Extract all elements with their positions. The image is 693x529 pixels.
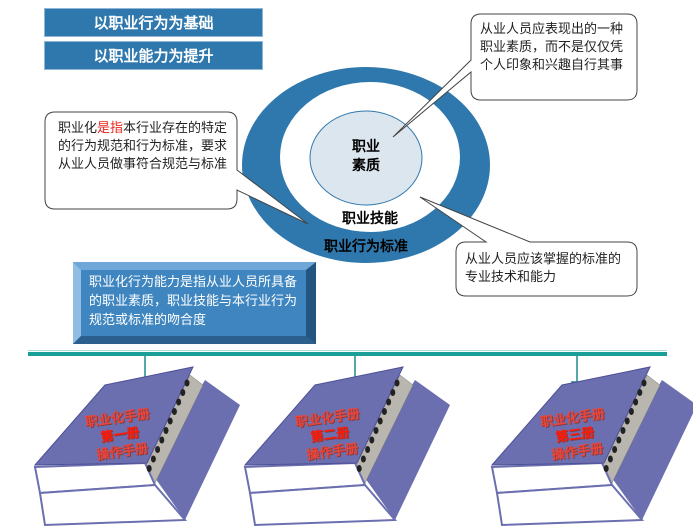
book-binding-ring <box>159 436 165 444</box>
book-binding-ring <box>163 427 169 434</box>
book-binding-ring <box>390 389 396 396</box>
book-binding-ring <box>603 465 609 472</box>
principle-box-1: 以职业行为为基础 <box>45 9 262 36</box>
book-binding-ring <box>620 427 626 434</box>
book-binding-ring <box>624 417 630 425</box>
definition-box-bevel <box>73 262 316 344</box>
book-3-icon <box>490 366 693 527</box>
callout-bottom-right-shape <box>419 196 638 297</box>
book-binding-ring <box>150 455 156 463</box>
book-binding-ring <box>612 446 618 453</box>
book-binding-ring <box>365 446 371 453</box>
book-binding-ring <box>180 389 186 396</box>
book-binding-ring <box>184 379 190 387</box>
book-binding-ring <box>616 436 622 444</box>
callout-top-right-shape <box>392 13 638 138</box>
divider-line <box>28 352 667 356</box>
book-binding-ring <box>381 408 387 415</box>
book-binding-ring <box>377 417 383 425</box>
book-binding-ring <box>633 398 639 406</box>
book-binding-ring <box>146 465 152 472</box>
book-binding-ring <box>369 436 375 444</box>
book-2-icon <box>243 366 450 527</box>
book-binding-ring <box>155 446 161 453</box>
book-binding-ring <box>394 379 400 387</box>
book-binding-ring <box>356 465 362 472</box>
book-1-icon <box>33 366 240 527</box>
book-binding-ring <box>386 398 392 406</box>
book-binding-ring <box>360 455 366 463</box>
callout-left-shape <box>44 111 309 225</box>
book-binding-ring <box>373 427 379 434</box>
book-binding-ring <box>637 389 643 396</box>
inner-circle <box>309 110 423 206</box>
book-binding-ring <box>641 379 647 387</box>
book-binding-ring <box>607 455 613 463</box>
principle-box-2: 以职业能力为提升 <box>45 42 262 69</box>
book-binding-ring <box>171 408 177 415</box>
book-binding-ring <box>628 408 634 415</box>
book-binding-ring <box>176 398 182 406</box>
book-binding-ring <box>167 417 173 425</box>
